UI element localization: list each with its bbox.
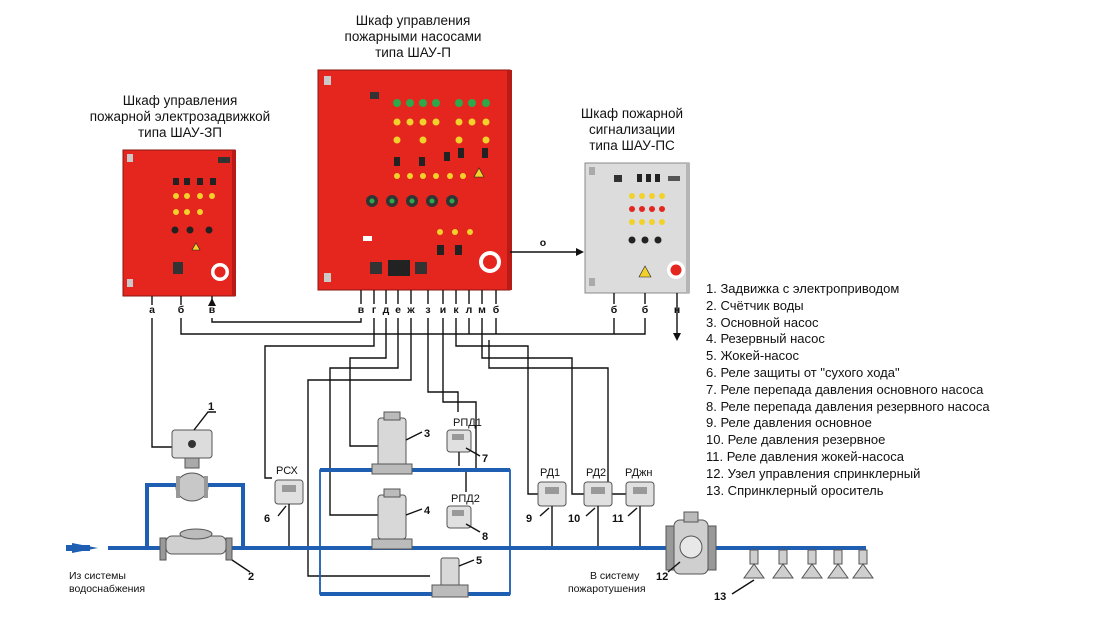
rsx-relay-6 — [274, 479, 304, 546]
legend-item: 9. Реле давления основное — [706, 415, 872, 431]
legend-item: 7. Реле перепада давления основного насо… — [706, 381, 984, 397]
legend-item: 1. Задвижка с электроприводом — [706, 281, 900, 296]
legend-item: 11. Реле давления жокей-насоса — [706, 448, 904, 464]
svg-text:б: б — [611, 304, 618, 316]
svg-text:ж: ж — [406, 304, 415, 316]
svg-text:5: 5 — [476, 555, 482, 567]
svg-text:л: л — [466, 304, 473, 316]
svg-text:6: 6 — [264, 513, 270, 525]
sprinklers-13 — [743, 549, 874, 579]
jockey-pump-5 — [431, 557, 469, 598]
svg-text:типа ШАУ-П: типа ШАУ-П — [375, 45, 451, 60]
device-labels: РСХ РПД1 РПД2 РД1 РД2 РДжн — [276, 417, 652, 505]
svg-text:7: 7 — [482, 453, 488, 465]
svg-text:3: 3 — [424, 428, 430, 440]
cabinet-shau-ps — [584, 162, 690, 294]
svg-text:РДжн: РДжн — [625, 467, 652, 479]
shau-p-title: Шкаф управления пожарными насосами типа … — [345, 13, 482, 60]
legend-item: 5. Жокей-насос — [706, 348, 799, 364]
svg-text:в: в — [209, 304, 216, 316]
cabinet-shau-p — [317, 69, 512, 291]
svg-text:2: 2 — [248, 571, 254, 583]
legend-item: 2. Счётчик воды — [706, 297, 804, 313]
svg-text:сигнализации: сигнализации — [589, 122, 675, 137]
svg-text:РД1: РД1 — [540, 467, 560, 479]
svg-text:б: б — [642, 304, 649, 316]
svg-text:11: 11 — [612, 513, 624, 525]
shau-ps-title: Шкаф пожарной сигнализации типа ШАУ-ПС — [581, 106, 683, 153]
svg-text:4: 4 — [424, 505, 431, 517]
svg-text:в: в — [358, 304, 365, 316]
svg-text:б: б — [178, 304, 185, 316]
svg-text:Шкаф пожарной: Шкаф пожарной — [581, 106, 683, 121]
callouts: 1 2 3 4 5 6 7 8 9 10 11 12 13 — [193, 401, 755, 603]
svg-text:Из системы: Из системы — [69, 570, 126, 582]
legend-item: 12. Узел управления спринклерный — [706, 465, 921, 481]
piping — [66, 468, 866, 596]
svg-text:РД2: РД2 — [586, 467, 606, 479]
svg-text:м: м — [478, 304, 486, 316]
svg-text:и: и — [440, 304, 446, 316]
legend-item: 10. Реле давления резервное — [706, 432, 886, 448]
svg-text:РПД2: РПД2 — [451, 493, 480, 505]
rdzhn-relay-11 — [625, 481, 655, 546]
legend-list: 1. Задвижка с электроприводом 2. Счётчик… — [706, 281, 990, 499]
svg-text:типа ШАУ-ПС: типа ШАУ-ПС — [589, 138, 675, 153]
rd1-relay-9 — [537, 481, 567, 546]
svg-text:10: 10 — [568, 513, 580, 525]
svg-text:пожарными насосами: пожарными насосами — [345, 29, 482, 44]
svg-text:13: 13 — [714, 591, 726, 603]
sprinkler-control-node-12 — [665, 511, 717, 575]
svg-text:д: д — [383, 304, 390, 316]
svg-text:о: о — [540, 237, 546, 249]
cabinet-shau-zp — [122, 149, 236, 297]
svg-text:9: 9 — [526, 513, 532, 525]
svg-text:8: 8 — [482, 531, 488, 543]
svg-text:з: з — [425, 304, 430, 316]
svg-text:пожаротушения: пожаротушения — [568, 583, 646, 595]
svg-text:типа ШАУ-ЗП: типа ШАУ-ЗП — [138, 125, 222, 140]
svg-text:а: а — [149, 304, 155, 316]
svg-text:1: 1 — [208, 401, 214, 413]
svg-text:водоснабжения: водоснабжения — [69, 583, 145, 595]
svg-text:В систему: В систему — [590, 570, 640, 582]
svg-text:е: е — [395, 304, 401, 316]
legend-item: 8. Реле перепада давления резервного нас… — [706, 398, 990, 414]
svg-text:12: 12 — [656, 571, 668, 583]
reserve-pump-4 — [371, 488, 413, 550]
svg-text:РПД1: РПД1 — [453, 417, 482, 429]
legend-item: 6. Реле защиты от "сухого хода" — [706, 364, 900, 380]
terminals-ps: б б н — [611, 304, 680, 316]
terminals-zp: а б в — [149, 304, 216, 316]
flow-labels: Из системы водоснабжения В систему пожар… — [69, 570, 646, 595]
legend-item: 3. Основной насос — [706, 314, 819, 330]
motorized-valve-1 — [171, 429, 213, 502]
svg-text:пожарной электрозадвижкой: пожарной электрозадвижкой — [90, 109, 270, 124]
svg-text:б: б — [493, 304, 500, 316]
svg-text:Шкаф управления: Шкаф управления — [356, 13, 471, 28]
rd2-relay-10 — [583, 481, 613, 546]
legend-item: 4. Резервный насос — [706, 331, 825, 347]
water-meter-2 — [159, 528, 233, 561]
link-o: о — [510, 237, 584, 256]
svg-text:к: к — [453, 304, 459, 316]
svg-text:РСХ: РСХ — [276, 465, 299, 477]
wiring — [151, 290, 681, 577]
svg-text:г: г — [372, 304, 377, 316]
rpd1-relay-7 — [446, 429, 472, 466]
svg-text:Шкаф управления: Шкаф управления — [123, 93, 238, 108]
shau-zp-title: Шкаф управления пожарной электрозадвижко… — [90, 93, 270, 140]
legend-item: 13. Спринклерный ороситель — [706, 482, 884, 498]
main-pump-3 — [371, 411, 413, 475]
terminals-p: в г д е ж з и к л м б — [358, 304, 500, 316]
rpd2-relay-8 — [446, 505, 472, 529]
